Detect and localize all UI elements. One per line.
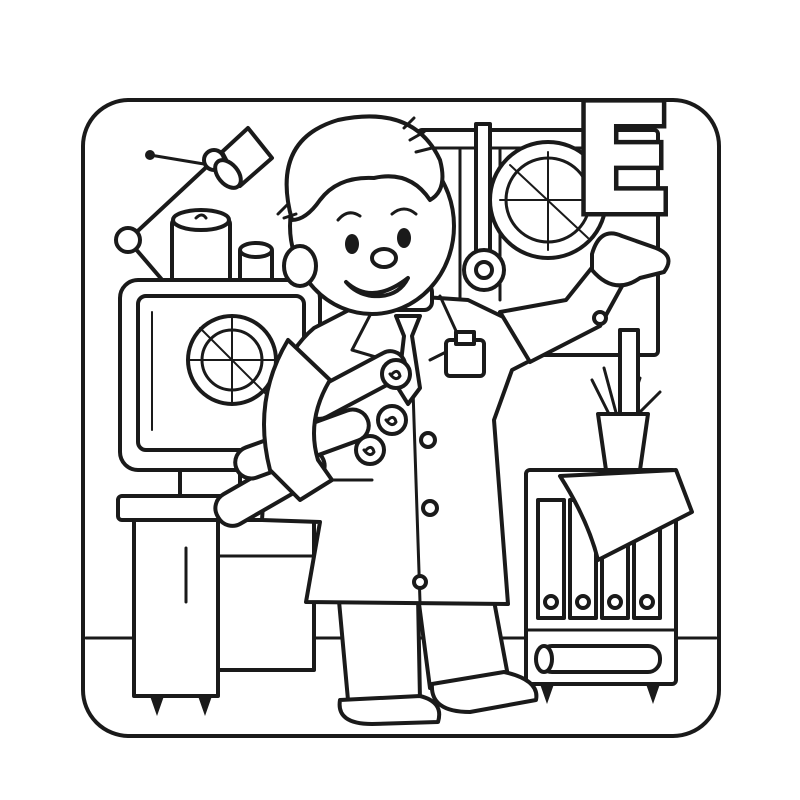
coat-button (419, 431, 437, 449)
engineer-character (213, 114, 671, 726)
coat-button (421, 499, 439, 517)
office-desk (116, 494, 340, 716)
radar-drawing (488, 140, 608, 260)
letter-card: E (568, 70, 679, 253)
filing-cabinet (524, 468, 694, 704)
desk-lamp (114, 126, 274, 298)
hair (284, 114, 445, 222)
raised-hand (590, 231, 671, 288)
letter-e: E (572, 74, 674, 248)
pencil-cup (590, 328, 662, 472)
